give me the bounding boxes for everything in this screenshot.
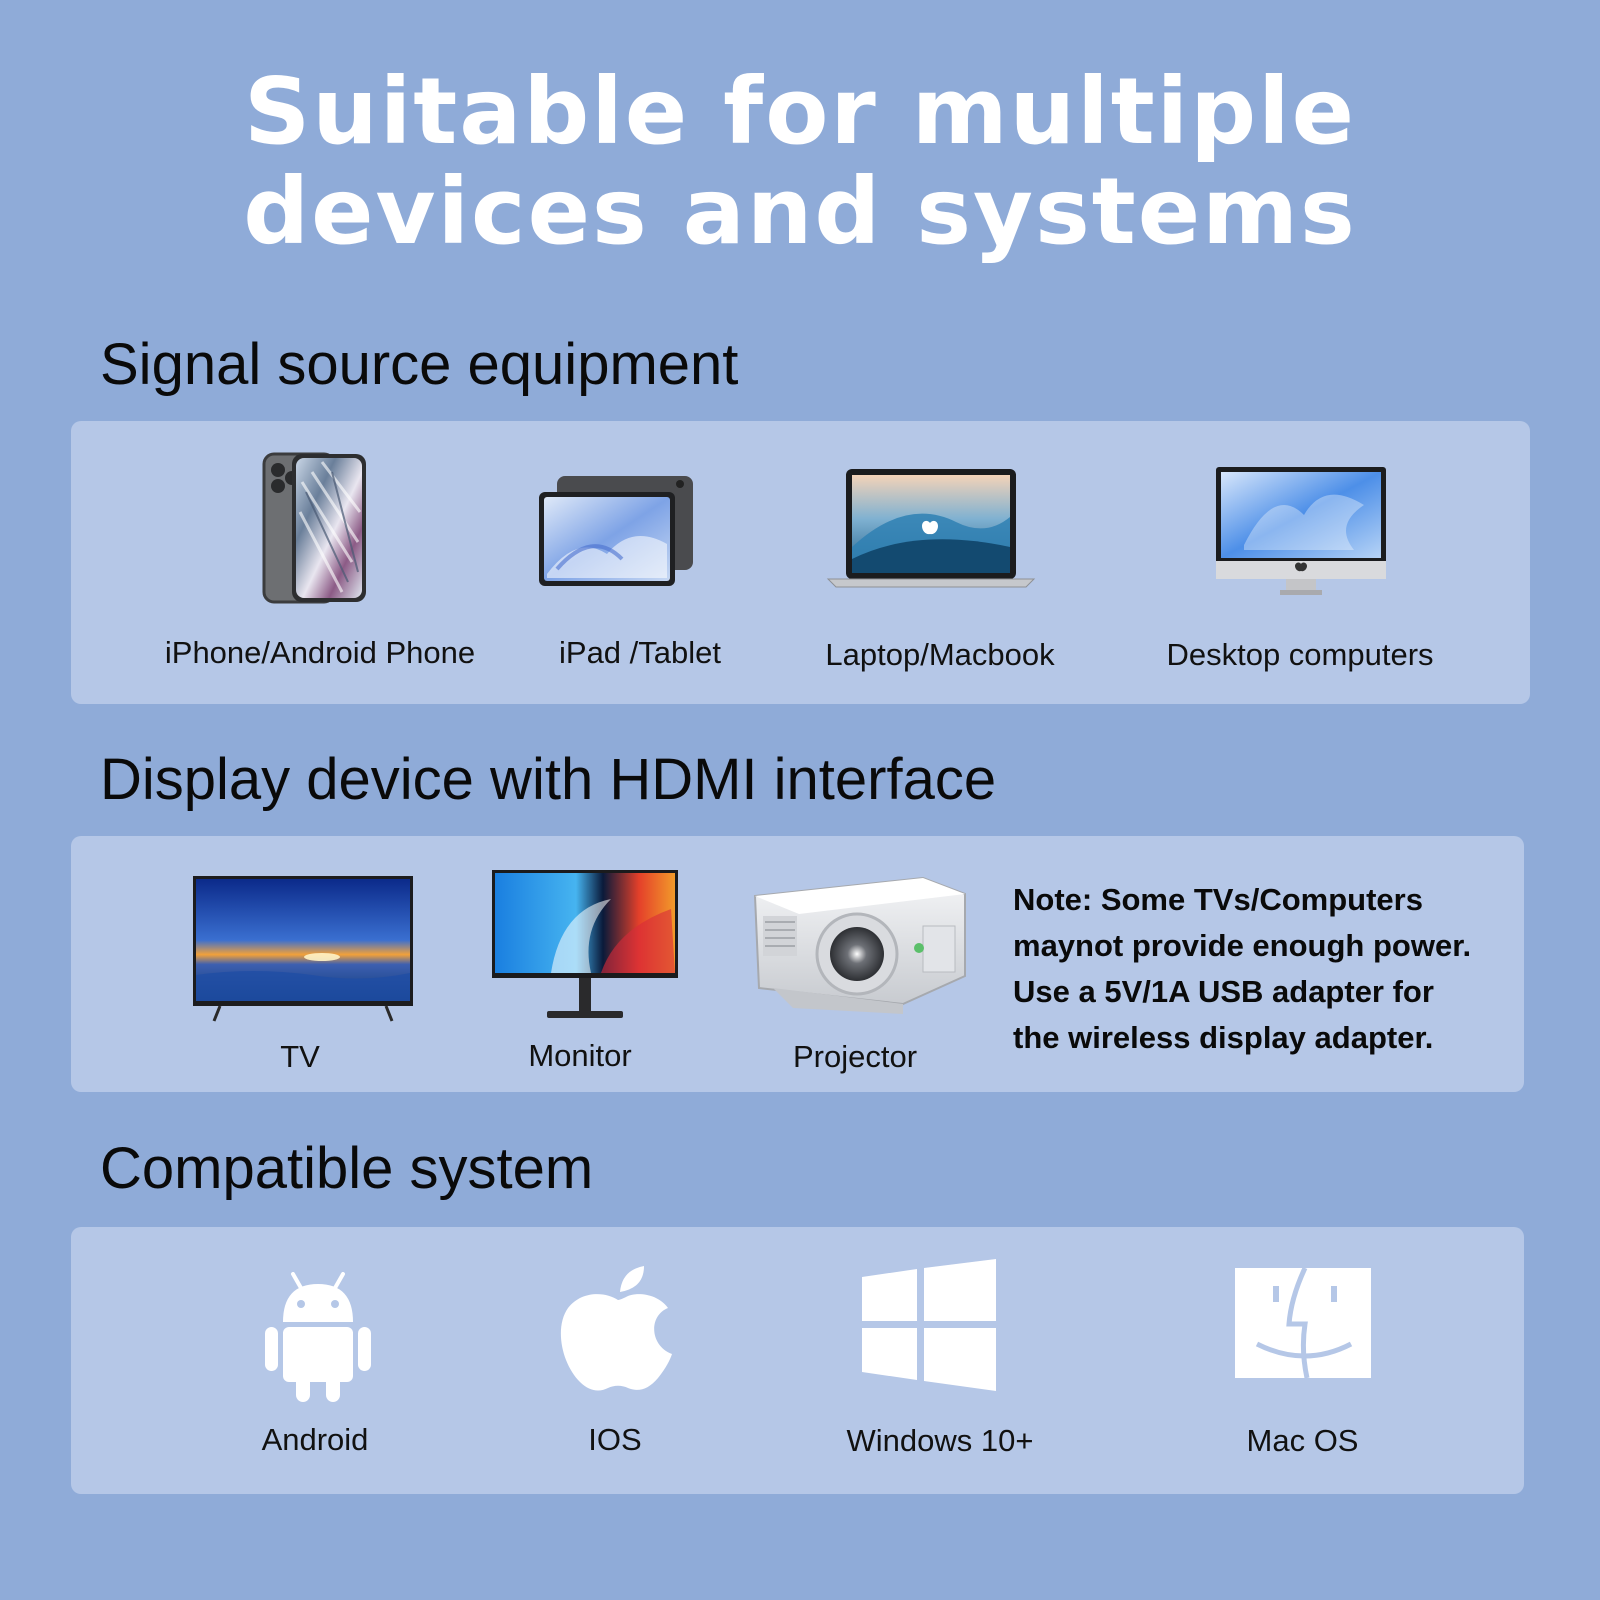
note-line-2: maynot provide enough power. bbox=[1013, 928, 1472, 963]
mac-finder-icon bbox=[1235, 1268, 1371, 1378]
android-icon bbox=[263, 1272, 373, 1404]
projector-icon bbox=[753, 876, 967, 1016]
tv-label: TV bbox=[280, 1039, 320, 1074]
android-label: Android bbox=[261, 1422, 369, 1457]
laptop-icon bbox=[826, 467, 1036, 589]
note-line-1: Note: Some TVs/Computers bbox=[1013, 882, 1423, 917]
windows-label: Windows 10+ bbox=[846, 1423, 1034, 1458]
title-line-2: devices and systems bbox=[243, 158, 1357, 265]
windows-icon bbox=[862, 1259, 996, 1391]
laptop-label: Laptop/Macbook bbox=[825, 637, 1055, 672]
tablet-icon bbox=[537, 474, 695, 588]
monitor-label: Monitor bbox=[528, 1038, 632, 1073]
power-note: Note: Some TVs/Computers maynot provide … bbox=[1013, 877, 1513, 1061]
note-line-3: Use a 5V/1A USB adapter for bbox=[1013, 974, 1434, 1009]
desktop-computer-icon bbox=[1214, 465, 1388, 599]
tablet-label: iPad /Tablet bbox=[559, 635, 721, 670]
note-line-4: the wireless display adapter. bbox=[1013, 1020, 1434, 1055]
mac-os-label: Mac OS bbox=[1246, 1423, 1359, 1458]
smartphone-label: iPhone/Android Phone bbox=[164, 635, 476, 670]
signal-source-heading: Signal source equipment bbox=[100, 332, 739, 397]
desktop-computer-label: Desktop computers bbox=[1166, 637, 1434, 672]
smartphone-icon bbox=[262, 452, 368, 604]
tv-icon bbox=[192, 875, 414, 1025]
projector-label: Projector bbox=[792, 1039, 918, 1074]
ios-label: IOS bbox=[588, 1422, 642, 1457]
page-title: Suitable for multiple devices and system… bbox=[0, 62, 1600, 262]
display-devices-heading: Display device with HDMI interface bbox=[100, 747, 997, 812]
title-line-1: Suitable for multiple bbox=[244, 58, 1356, 165]
compatible-system-heading: Compatible system bbox=[100, 1136, 594, 1201]
apple-icon bbox=[558, 1264, 678, 1394]
monitor-icon bbox=[491, 869, 679, 1021]
